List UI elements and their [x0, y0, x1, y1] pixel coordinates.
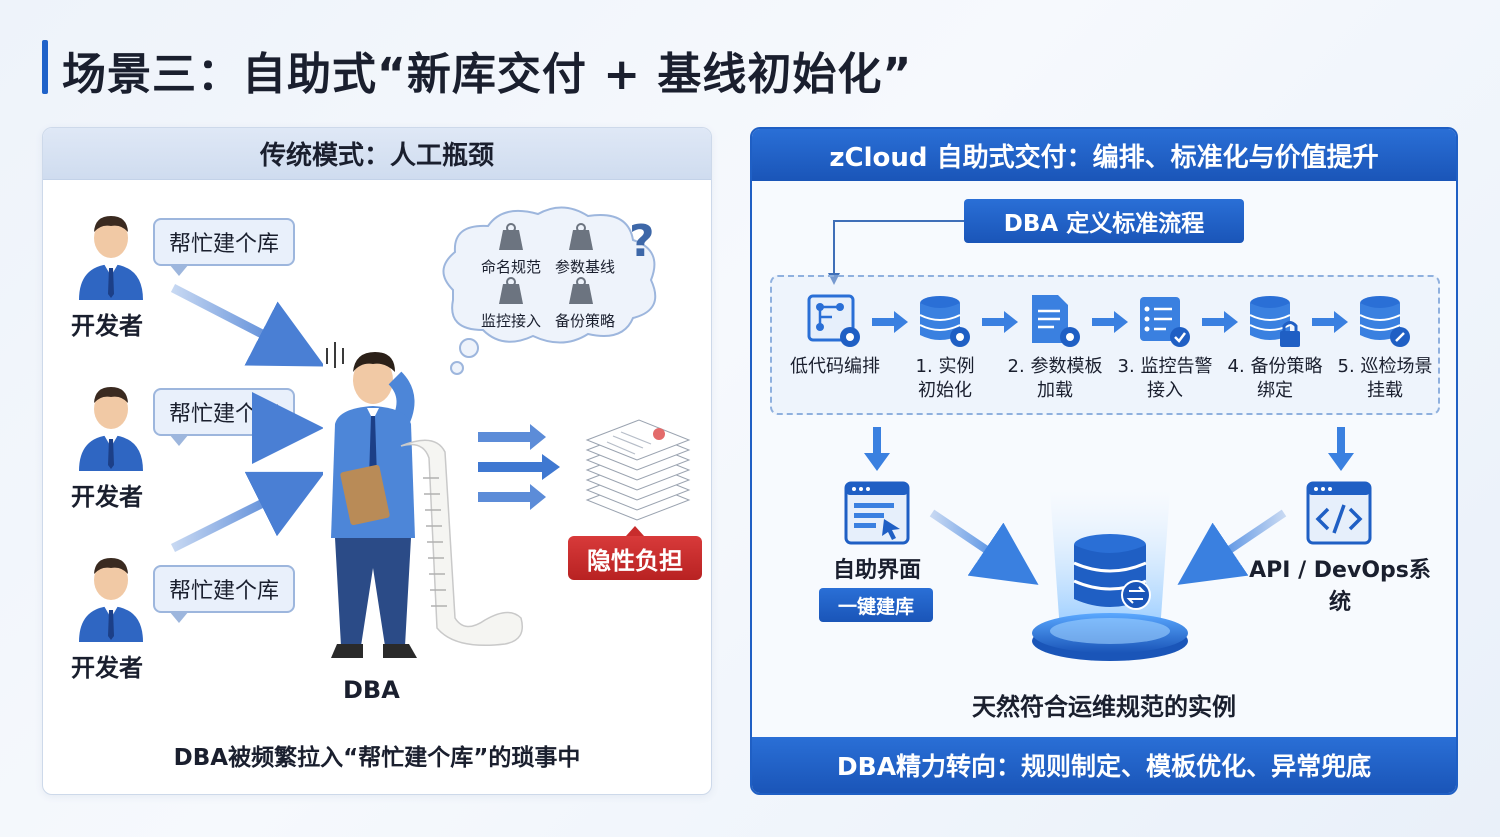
- step-label-line1: 5. 巡检场景: [1337, 356, 1433, 377]
- step-backup-policy: 4. 备份策略 绑定: [1220, 355, 1330, 403]
- step-label-line2: 挂载: [1367, 380, 1403, 401]
- step-monitor-alert: 3. 监控告警 接入: [1110, 355, 1220, 403]
- request-arrows: [170, 284, 323, 553]
- self-service-label: 自助界面: [832, 558, 921, 583]
- database-inspect-icon: [1359, 296, 1410, 347]
- page-title: 场景三：自助式“新库交付 + 基线初始化”: [62, 49, 913, 100]
- one-click-create-button[interactable]: 一键建库: [819, 588, 933, 622]
- traditional-mode-panel: 传统模式：人工瓶颈 开发者 帮忙建个库 开发者 帮忙建个库 开发者 帮忙建个库: [42, 127, 712, 795]
- developer-icon: [79, 558, 143, 642]
- document-gear-icon: [1032, 295, 1080, 347]
- paper-stack-icon: [585, 419, 691, 521]
- workload-arrows: [478, 424, 560, 510]
- step-label-line1: 4. 备份策略: [1227, 356, 1323, 377]
- request-bubble: 帮忙建个库: [153, 218, 296, 276]
- flow-gear-icon: [807, 294, 860, 347]
- step-label-line1: 2. 参数模板: [1007, 356, 1103, 377]
- down-arrow-icon: [1328, 427, 1354, 471]
- title-accent-bar: [42, 40, 48, 94]
- compliant-instance-database-icon: [1032, 491, 1188, 661]
- step-label-line2: 绑定: [1257, 380, 1293, 401]
- developer-label: 开发者: [71, 483, 143, 511]
- converge-arrows: [929, 509, 1287, 585]
- self-service-ui-icon[interactable]: [844, 481, 910, 545]
- step-label-line2: 加载: [1037, 380, 1073, 401]
- hidden-burden-badge: 隐性负担: [568, 526, 702, 580]
- cloud-item-naming: 命名规范: [481, 258, 541, 276]
- step-instance-init: 1. 实例 初始化: [890, 355, 1000, 403]
- cloud-item-backup: 备份策略: [555, 312, 615, 330]
- cloud-item-params: 参数基线: [555, 258, 615, 276]
- developer-label: 开发者: [71, 312, 143, 340]
- dba-label: DBA: [343, 676, 400, 704]
- dba-figure: [326, 342, 523, 658]
- compliant-instance-label: 天然符合运维规范的实例: [972, 693, 1236, 721]
- developer-label: 开发者: [71, 654, 143, 682]
- database-gear-icon: [919, 296, 970, 347]
- cloud-item-monitor: 监控接入: [481, 312, 541, 330]
- dba-focus-footer: DBA精力转向：规则制定、模板优化、异常兜底: [752, 737, 1456, 793]
- zcloud-header: zCloud 自助式交付：编排、标准化与价值提升: [752, 129, 1456, 181]
- step-param-template: 2. 参数模板 加载: [1000, 355, 1110, 403]
- step-arrows: [872, 311, 1348, 333]
- step-lowcode: 低代码编排: [780, 355, 890, 379]
- api-devops-label: API / DevOps系统: [1249, 558, 1431, 615]
- api-code-icon[interactable]: [1306, 481, 1372, 545]
- define-standard-process: DBA 定义标准流程: [964, 199, 1244, 243]
- developer-icon: [79, 387, 143, 471]
- step-label-line1: 3. 监控告警: [1117, 356, 1213, 377]
- step-label-line1: 低代码编排: [790, 356, 880, 377]
- thought-cloud: 命名规范 参数基线 监控接入 备份策略 ?: [442, 206, 657, 375]
- checklist-icon: [1140, 297, 1190, 347]
- step-label-line2: 初始化: [918, 380, 972, 401]
- zcloud-panel: zCloud 自助式交付：编排、标准化与价值提升 DBA 定义标准流程: [750, 127, 1458, 795]
- developer-icon: [79, 216, 143, 300]
- step-label-line2: 接入: [1147, 380, 1183, 401]
- traditional-mode-header: 传统模式：人工瓶颈: [43, 128, 711, 180]
- step-inspection: 5. 巡检场景 挂载: [1330, 355, 1440, 403]
- flow-container: [770, 275, 1440, 415]
- step-label-line1: 1. 实例: [915, 356, 975, 377]
- request-bubble: 帮忙建个库: [153, 565, 296, 623]
- down-arrow-icon: [864, 427, 890, 471]
- traditional-caption: DBA被频繁拉入“帮忙建个库”的琐事中: [173, 745, 581, 771]
- database-lock-icon: [1249, 296, 1300, 347]
- question-mark: ?: [629, 216, 655, 267]
